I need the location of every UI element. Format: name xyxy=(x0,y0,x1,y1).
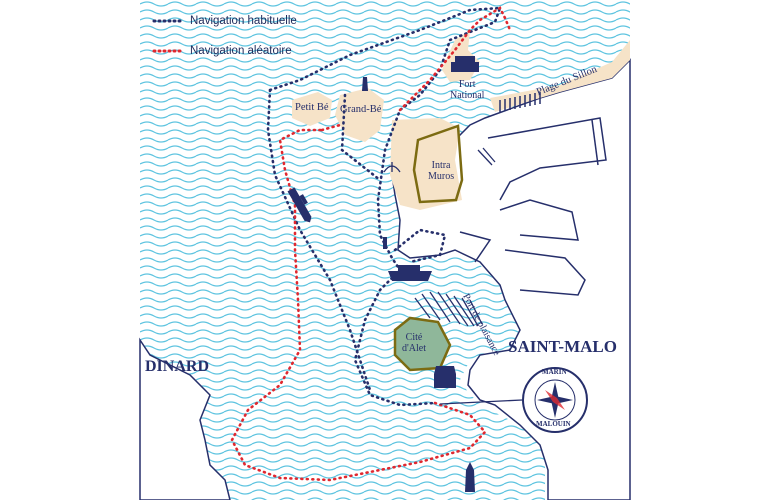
beach-sillon xyxy=(490,40,630,112)
marina-pontoons xyxy=(414,147,496,327)
compass-top-text: MARIN xyxy=(542,368,567,376)
lighthouse-icon xyxy=(383,237,387,249)
land-petit-be xyxy=(292,92,332,126)
ramparts xyxy=(412,124,464,204)
harbour-basins xyxy=(459,117,607,296)
compass-badge xyxy=(522,367,588,433)
label-fort-national: Fort National xyxy=(450,79,485,101)
label-petit-be: Petit Bé xyxy=(295,102,329,113)
ferry-icon xyxy=(388,265,432,281)
monument-icon xyxy=(362,77,368,91)
land-cite-alet xyxy=(393,316,452,372)
compass-bottom-text: MALOUIN xyxy=(536,420,571,428)
statue-icon xyxy=(465,462,475,492)
ship-icon xyxy=(287,187,312,223)
label-grand-be: Grand-Bé xyxy=(340,104,382,115)
fort-icon xyxy=(451,56,479,72)
land-intra-muros xyxy=(390,118,462,210)
legend-usual: Navigation habituelle xyxy=(152,12,297,30)
route-random xyxy=(230,6,512,482)
legend-random: Navigation aléatoire xyxy=(152,42,292,60)
label-saint-malo: SAINT-MALO xyxy=(508,337,617,356)
sillon-groynes xyxy=(499,92,541,112)
legend: Navigation habituelle Navigation aléatoi… xyxy=(152,8,352,60)
land-grand-be xyxy=(335,88,384,142)
label-cite-alet: Cité d'Alet xyxy=(402,332,427,354)
label-intra-muros: Intra Muros xyxy=(428,160,455,182)
compass-pointer xyxy=(439,399,523,405)
label-dinard: DINARD xyxy=(145,358,209,375)
random-route-swatch xyxy=(152,49,184,53)
usual-route-swatch xyxy=(152,19,184,23)
fountain-icon xyxy=(383,162,401,173)
solidor-tower-icon xyxy=(434,366,456,388)
legend-usual-label: Navigation habituelle xyxy=(190,15,297,27)
land-dinard xyxy=(139,337,231,500)
legend-random-label: Navigation aléatoire xyxy=(190,45,292,57)
